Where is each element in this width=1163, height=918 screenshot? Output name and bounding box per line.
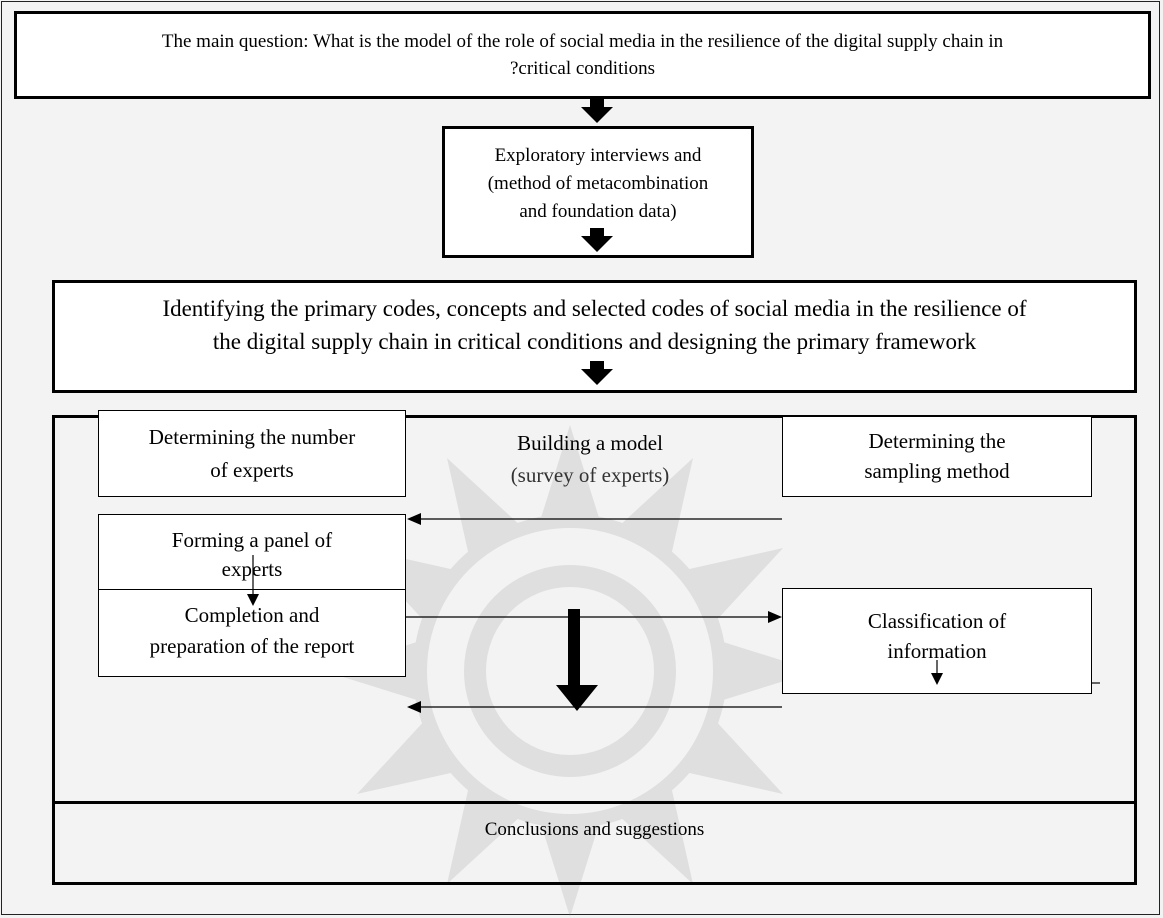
arrowhead-panel-down [247,594,259,606]
arrowhead-bottom-left [407,701,421,713]
arrowhead-classification [768,611,782,623]
exploratory-line1: Exploratory interviews and [494,145,702,166]
sampling-method-box: Determining the sampling method [782,416,1092,497]
down-arrow-1 [581,99,613,123]
sampling-method-line1: Determining the [868,429,1006,453]
conclusions-box: Conclusions and suggestions [52,801,1137,885]
main-question-box: The main question: What is the model of … [14,11,1151,99]
report-line2: preparation of the report [149,634,355,658]
arrowhead-panel [407,513,421,525]
down-arrow-3 [581,361,613,385]
central-down-arrow [556,609,598,711]
down-arrow-2 [581,228,613,252]
number-of-experts-box: Determining the number of experts [98,410,406,497]
classification-line2: information [887,639,987,663]
building-model-subtitle: (survey of experts) [510,463,670,487]
classification-line1: Classification of [867,609,1007,633]
panel-line1: Forming a panel of [171,528,333,552]
sampling-method-line2: sampling method [864,459,1010,483]
conclusions-text: Conclusions and suggestions [484,819,705,840]
exploratory-line3: and foundation data) [519,201,677,222]
classification-box: Classification of information [782,588,1092,694]
main-question-line2: ?critical conditions [509,58,656,79]
report-line1: Completion and [184,603,320,627]
arrowhead-classification-down [931,673,943,685]
panel-line2: experts [221,557,283,581]
main-question-line1: The main question: What is the model of … [161,31,1004,52]
report-box: Completion and preparation of the report [98,589,406,677]
building-model-title: Building a model [517,431,663,455]
number-of-experts-line1: Determining the number [148,425,356,449]
panel-of-experts-box: Forming a panel of experts [98,514,406,590]
exploratory-line2: (method of metacombination [487,173,709,194]
identifying-line1: Identifying the primary codes, concepts … [162,296,1027,321]
exploratory-interviews-box: Exploratory interviews and (method of me… [442,126,754,258]
identifying-line2: the digital supply chain in critical con… [212,329,977,354]
number-of-experts-line2: of experts [210,458,294,482]
